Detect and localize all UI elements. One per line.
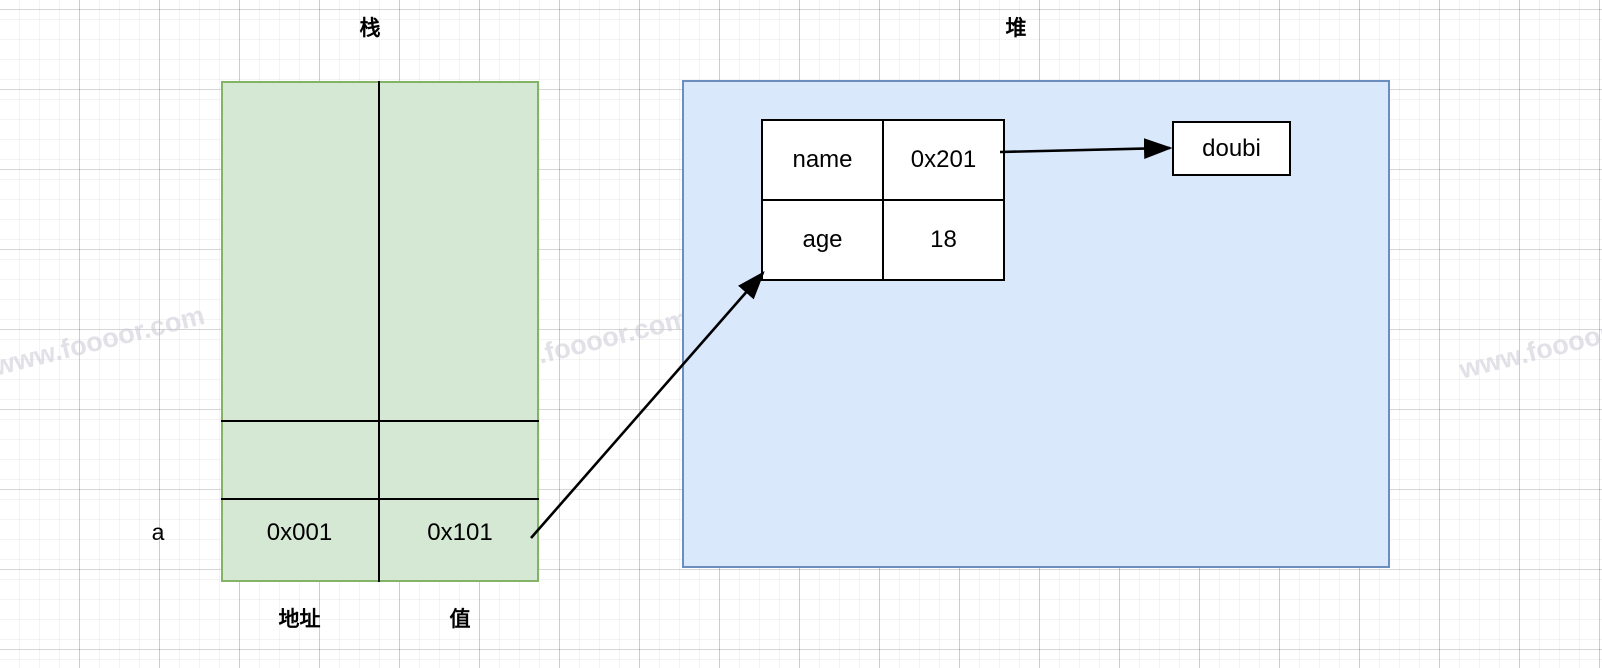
stack-title: 栈 <box>359 17 381 40</box>
table-row: age 18 <box>761 199 1005 281</box>
stack-variable-label: a <box>151 519 165 545</box>
heap-title: 堆 <box>1005 17 1027 40</box>
stack-column-divider <box>378 81 380 582</box>
stack-row-divider-1 <box>221 420 539 422</box>
object-field-name: name <box>761 119 884 201</box>
object-value-age: 18 <box>882 199 1005 281</box>
stack-container <box>221 81 539 582</box>
stack-column-header-address: 地址 <box>278 608 321 631</box>
stack-cell-address: 0x001 <box>266 519 333 546</box>
object-value-name: 0x201 <box>882 119 1005 201</box>
stack-cell-value: 0x101 <box>427 519 493 546</box>
watermark: www.foooor.com <box>1456 303 1602 385</box>
heap-string-box: doubi <box>1172 121 1291 176</box>
heap-object-table: name 0x201 age 18 <box>761 119 1005 281</box>
heap-string-label: doubi <box>1202 134 1261 162</box>
object-field-age: age <box>761 199 884 281</box>
stack-row-divider-2 <box>221 498 539 500</box>
watermark: www.foooor.com <box>0 300 208 382</box>
table-row: name 0x201 <box>761 119 1005 201</box>
stack-column-header-value: 值 <box>449 608 471 631</box>
